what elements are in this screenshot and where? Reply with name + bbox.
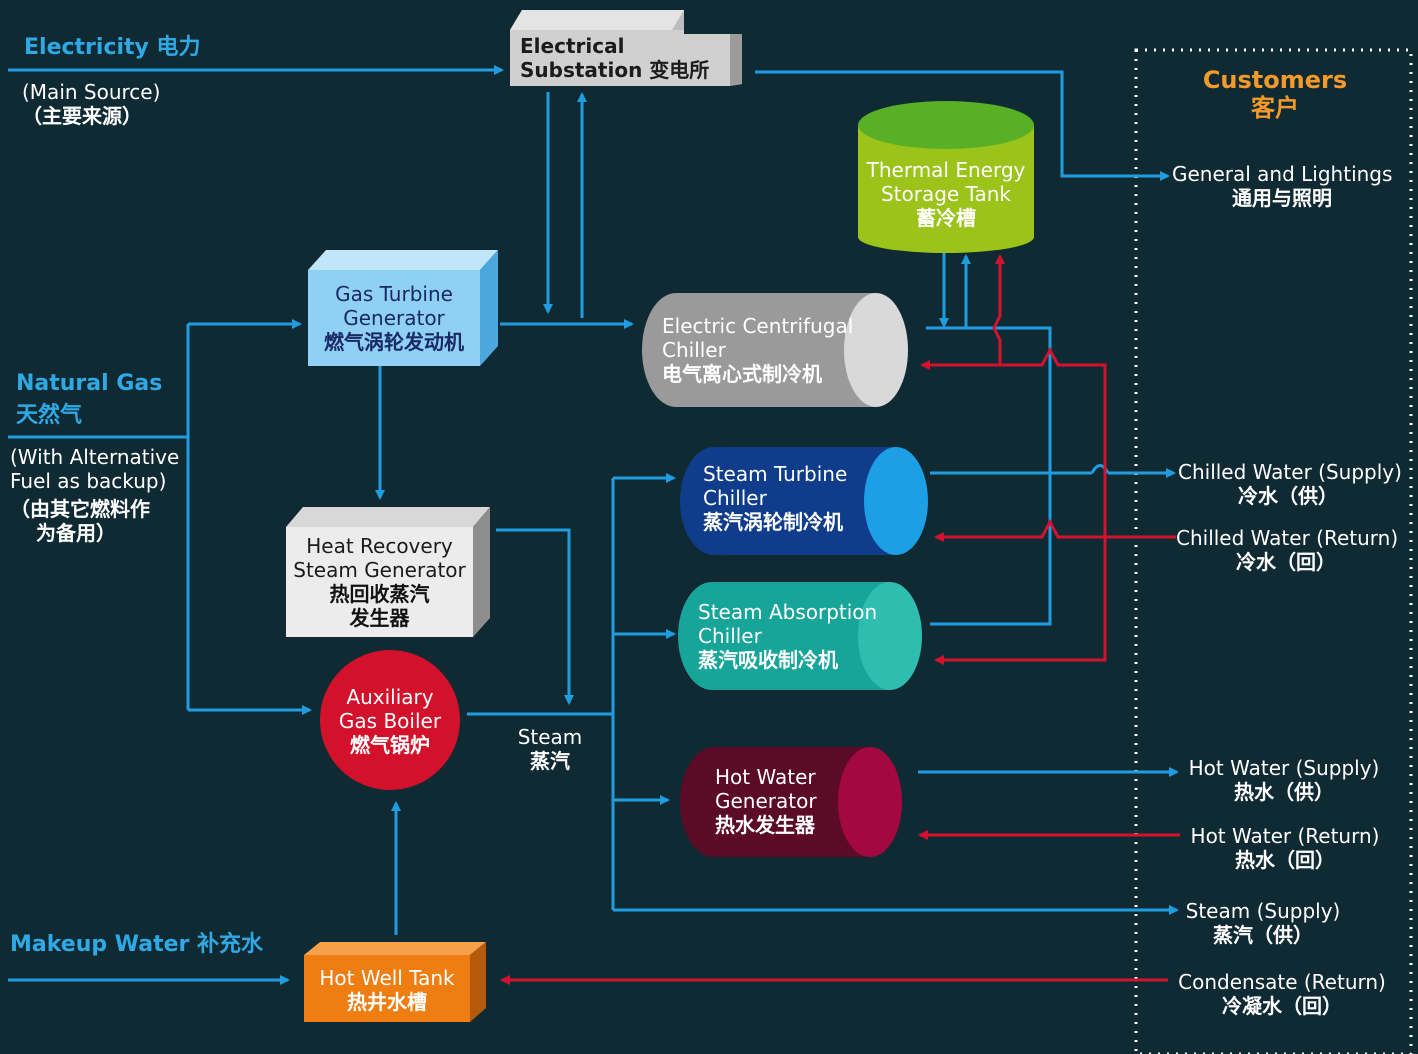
line-return-to-tes bbox=[992, 254, 1005, 365]
customer-item-zh: 通用与照明 bbox=[1232, 186, 1332, 210]
absorption-label-en-2: Chiller bbox=[698, 624, 762, 648]
substation-label-1: Electrical bbox=[520, 34, 625, 58]
hrsg-label-zh-2: 发生器 bbox=[349, 606, 410, 630]
steam-label-zh: 蒸汽 bbox=[530, 749, 570, 773]
electricity-note-zh: （主要来源） bbox=[22, 104, 142, 128]
natural-gas-note: (With Alternative Fuel as backup) （由其它燃料… bbox=[10, 445, 179, 545]
absorption-label: Steam Absorption Chiller 蒸汽吸收制冷机 bbox=[698, 600, 877, 672]
hot-water-generator-cylinder bbox=[680, 747, 902, 857]
customers-title-en: Customers bbox=[1202, 66, 1348, 94]
customers-title: Customers 客户 bbox=[1190, 66, 1360, 122]
customer-item: Hot Water (Return) 热水（回） bbox=[1180, 824, 1390, 872]
centrifugal-chiller-cylinder bbox=[642, 293, 908, 407]
customer-item-zh: 冷凝水（回） bbox=[1222, 994, 1342, 1018]
customer-item: Chilled Water (Return) 冷水（回） bbox=[1176, 526, 1399, 574]
customer-item: Chilled Water (Supply) 冷水（供） bbox=[1178, 460, 1402, 508]
natural-gas-title-zh: 天然气 bbox=[16, 403, 83, 428]
line-chilled-return bbox=[934, 518, 1176, 542]
hot-well-label-zh: 热井水槽 bbox=[347, 990, 427, 1014]
hrsg-label-en-2: Steam Generator bbox=[293, 558, 466, 582]
gas-turbine-label: Gas Turbine Generator 燃气涡轮发动机 bbox=[308, 282, 480, 354]
customer-item: Hot Water (Supply) 热水（供） bbox=[1178, 756, 1390, 804]
hrsg-label: Heat Recovery Steam Generator 热回收蒸汽 发生器 bbox=[286, 534, 473, 630]
tes-tank-label-zh: 蓄冷槽 bbox=[916, 206, 976, 230]
makeup-water-title: Makeup Water 补充水 bbox=[10, 932, 264, 957]
line-natural-gas-feed bbox=[8, 324, 190, 710]
gas-turbine-label-zh: 燃气涡轮发动机 bbox=[324, 330, 464, 354]
hrsg-label-en-1: Heat Recovery bbox=[306, 534, 453, 558]
aux-boiler-label-en-1: Auxiliary bbox=[346, 685, 434, 709]
hwg-label: Hot Water Generator 热水发生器 bbox=[715, 765, 817, 837]
hrsg-box bbox=[286, 507, 490, 637]
customer-item-en: Chilled Water (Return) bbox=[1176, 526, 1399, 550]
line-substation-to-general bbox=[755, 70, 1170, 181]
st-chiller-label-en-1: Steam Turbine bbox=[703, 462, 848, 486]
substation-label-2: Substation 变电所 bbox=[520, 58, 710, 82]
aux-boiler-label: Auxiliary Gas Boiler 燃气锅炉 bbox=[320, 685, 460, 757]
hot-well-label-en: Hot Well Tank bbox=[319, 966, 455, 990]
substation-box bbox=[510, 10, 742, 86]
centrifugal-label: Electric Centrifugal Chiller 电气离心式制冷机 bbox=[662, 314, 853, 386]
customer-item-en: Chilled Water (Supply) bbox=[1178, 460, 1402, 484]
st-chiller-label-en-2: Chiller bbox=[703, 486, 767, 510]
customer-item: Steam (Supply) 蒸汽（供） bbox=[1170, 899, 1356, 947]
centrifugal-label-zh: 电气离心式制冷机 bbox=[662, 362, 822, 386]
aux-boiler-circle bbox=[320, 650, 460, 790]
line-hrsg-to-steam bbox=[496, 528, 574, 705]
absorption-chiller-cylinder bbox=[678, 582, 922, 690]
customer-item: General and Lightings 通用与照明 bbox=[1172, 162, 1392, 210]
steam-turbine-chiller-cylinder bbox=[680, 447, 928, 555]
customers-title-zh: 客户 bbox=[1251, 94, 1299, 122]
steam-label-en: Steam bbox=[517, 725, 583, 749]
customer-item-en: Hot Water (Supply) bbox=[1188, 756, 1380, 780]
hwg-label-en-2: Generator bbox=[715, 789, 817, 813]
customer-item-en: Steam (Supply) bbox=[1185, 899, 1341, 923]
customer-item-zh: 蒸汽（供） bbox=[1213, 923, 1313, 947]
natural-gas-note-en-1: (With Alternative bbox=[10, 445, 180, 469]
line-chilled-supply-hop bbox=[1090, 464, 1110, 474]
hot-well-box bbox=[304, 942, 486, 1022]
tes-tank-label: Thermal Energy Storage Tank 蓄冷槽 bbox=[858, 158, 1034, 230]
line-chilled-collector bbox=[926, 326, 1052, 626]
absorption-label-en-1: Steam Absorption bbox=[698, 600, 878, 624]
customer-item-zh: 热水（供） bbox=[1234, 780, 1334, 804]
natural-gas-title: Natural Gas 天然气 bbox=[16, 368, 162, 432]
hwg-label-zh: 热水发生器 bbox=[715, 813, 815, 837]
customer-item-en: Hot Water (Return) bbox=[1190, 824, 1380, 848]
natural-gas-note-zh-1: （由其它燃料作 bbox=[10, 497, 150, 521]
natural-gas-note-en-2: Fuel as backup) bbox=[10, 469, 167, 493]
natural-gas-title-en: Natural Gas bbox=[16, 371, 163, 396]
customer-item: Condensate (Return) 冷凝水（回） bbox=[1172, 970, 1392, 1018]
st-chiller-label-zh: 蒸汽涡轮制冷机 bbox=[703, 510, 843, 534]
electricity-note: (Main Source) （主要来源） bbox=[22, 80, 160, 128]
tes-tank-label-en-1: Thermal Energy bbox=[866, 158, 1026, 182]
centrifugal-label-en-1: Electric Centrifugal bbox=[662, 314, 854, 338]
natural-gas-note-zh-2: 为备用） bbox=[36, 521, 116, 545]
tes-tank-label-en-2: Storage Tank bbox=[880, 182, 1012, 206]
aux-boiler-label-zh: 燃气锅炉 bbox=[350, 733, 430, 757]
gas-turbine-label-en-1: Gas Turbine bbox=[335, 282, 453, 306]
line-return-riser bbox=[934, 537, 1107, 665]
customer-item-zh: 冷水（回） bbox=[1236, 550, 1336, 574]
customer-item-zh: 热水（回） bbox=[1235, 848, 1335, 872]
steam-label: Steam 蒸汽 bbox=[512, 725, 588, 773]
electricity-title: Electricity 电力 bbox=[24, 35, 201, 60]
hrsg-label-zh-1: 热回收蒸汽 bbox=[329, 582, 430, 606]
line-return-to-centrifugal bbox=[920, 346, 1107, 537]
centrifugal-label-en-2: Chiller bbox=[662, 338, 726, 362]
aux-boiler-label-en-2: Gas Boiler bbox=[338, 709, 442, 733]
customer-item-en: Condensate (Return) bbox=[1178, 970, 1386, 994]
absorption-label-zh: 蒸汽吸收制冷机 bbox=[698, 648, 838, 672]
gas-turbine-box bbox=[308, 250, 498, 366]
tes-tank-cylinder bbox=[858, 101, 1034, 253]
customer-item-en: General and Lightings bbox=[1172, 162, 1393, 186]
hwg-label-en-1: Hot Water bbox=[715, 765, 816, 789]
substation-label: Electrical Substation 变电所 bbox=[520, 34, 709, 82]
electricity-note-en: (Main Source) bbox=[22, 80, 161, 104]
st-chiller-label: Steam Turbine Chiller 蒸汽涡轮制冷机 bbox=[703, 462, 847, 534]
gas-turbine-label-en-2: Generator bbox=[343, 306, 445, 330]
customer-item-zh: 冷水（供） bbox=[1238, 484, 1338, 508]
hot-well-label: Hot Well Tank 热井水槽 bbox=[304, 966, 470, 1014]
